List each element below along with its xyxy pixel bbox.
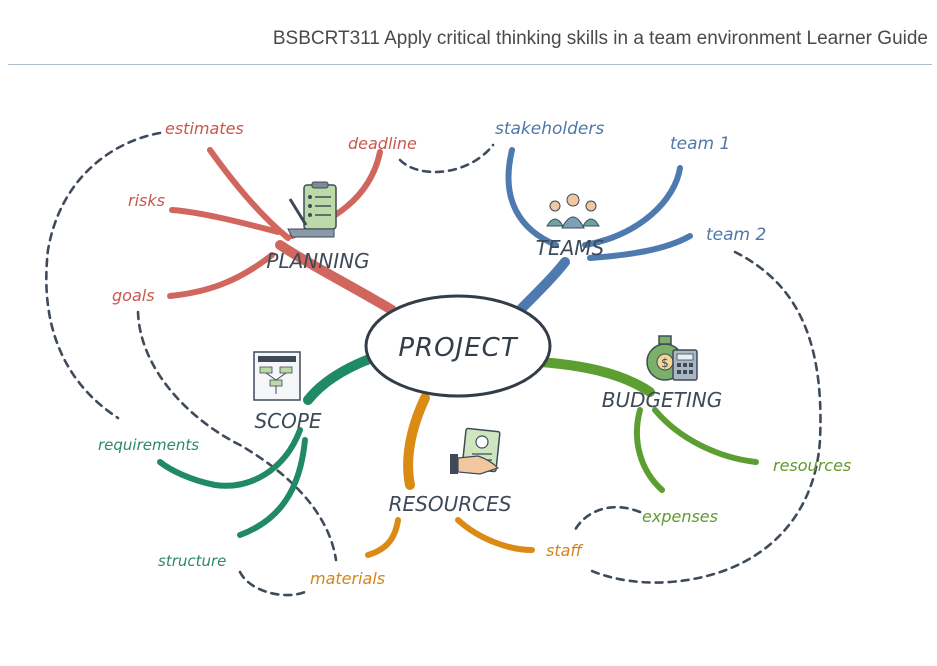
- budgeting-label: BUDGETING: [602, 388, 722, 412]
- dashed-connectors: [45, 131, 822, 597]
- svg-text:$: $: [661, 356, 669, 370]
- leaf-risks: risks: [128, 191, 165, 210]
- budgeting-limb-resources: [652, 407, 759, 465]
- checklist-clipboard-icon: [287, 181, 337, 238]
- resources-branch: [365, 393, 535, 558]
- resources-limb-staff: [455, 517, 535, 553]
- leaf-materials: materials: [310, 569, 385, 588]
- planning-label: PLANNING: [266, 249, 369, 273]
- leaf-structure: structure: [158, 552, 226, 570]
- budgeting-limb-expenses: [634, 407, 665, 493]
- teams-limb-team1: [582, 165, 683, 248]
- leaf-estimates: estimates: [165, 119, 244, 138]
- connector-expenses-loop: [573, 506, 642, 532]
- team-people-icon: [546, 193, 600, 229]
- connector-team2-staff: [588, 250, 822, 584]
- connector-structure-loop: [238, 570, 307, 597]
- leaf-budget-resources: resources: [773, 456, 851, 475]
- connector-estimates-requirements: [45, 131, 162, 420]
- leaf-requirements: requirements: [98, 436, 199, 454]
- center-label: PROJECT: [398, 333, 518, 363]
- budgeting-branch: [535, 357, 759, 493]
- planning-branch: [167, 147, 397, 315]
- flowchart-icon: [253, 351, 301, 401]
- budgeting-trunk: [535, 357, 655, 397]
- planning-limb-risks: [169, 207, 281, 235]
- teams-limb-team2: [587, 233, 693, 261]
- connector-deadline-stakeholders: [398, 143, 495, 174]
- resources-label: RESOURCES: [389, 492, 512, 516]
- resume-hand-icon: [450, 427, 501, 475]
- leaf-team1: team 1: [670, 134, 730, 154]
- page-header: BSBCRT311 Apply critical thinking skills…: [8, 0, 932, 65]
- leaf-staff: staff: [546, 541, 584, 560]
- leaf-team2: team 2: [706, 225, 766, 245]
- teams-trunk: [515, 257, 570, 315]
- document-title: BSBCRT311 Apply critical thinking skills…: [272, 28, 928, 49]
- money-bag-calculator-icon: $: [646, 335, 698, 381]
- connector-goals-materials: [136, 310, 338, 562]
- scope-limb-structure: [237, 437, 308, 538]
- center-node: PROJECT: [364, 294, 552, 398]
- teams-limb-stakeholders: [505, 147, 559, 248]
- scope-label: SCOPE: [254, 409, 321, 433]
- resources-limb-materials: [365, 517, 401, 558]
- scope-branch: [157, 353, 377, 538]
- planning-trunk: [275, 240, 397, 315]
- teams-label: TEAMS: [536, 236, 605, 260]
- planning-limb-goals: [167, 252, 275, 299]
- teams-branch: [505, 147, 693, 315]
- leaf-deadline: deadline: [348, 134, 417, 153]
- leaf-goals: goals: [112, 286, 155, 305]
- leaf-expenses: expenses: [642, 507, 718, 526]
- leaf-stakeholders: stakeholders: [495, 119, 604, 139]
- scope-trunk: [303, 353, 377, 405]
- scope-limb-requirements: [157, 427, 303, 489]
- resources-trunk: [403, 393, 430, 490]
